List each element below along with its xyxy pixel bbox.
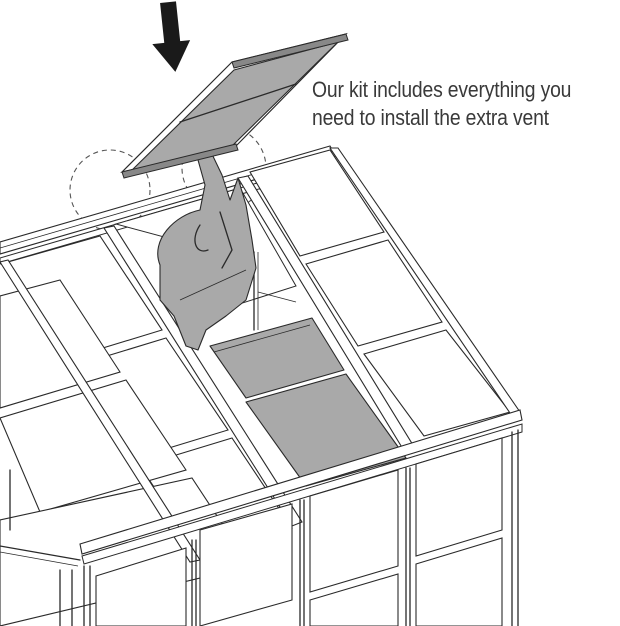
caption-line-2: need to install the extra vent	[312, 105, 549, 130]
caption-line-1: Our kit includes everything you	[312, 77, 572, 102]
down-arrow-icon	[152, 1, 191, 72]
greenhouse-walls	[83, 429, 519, 626]
gable-end	[0, 469, 81, 626]
caption-text: Our kit includes everything you need to …	[312, 76, 574, 132]
vent-panel-lifted	[120, 32, 349, 179]
right-roof-panels	[237, 147, 521, 455]
eave-beam	[79, 409, 523, 565]
